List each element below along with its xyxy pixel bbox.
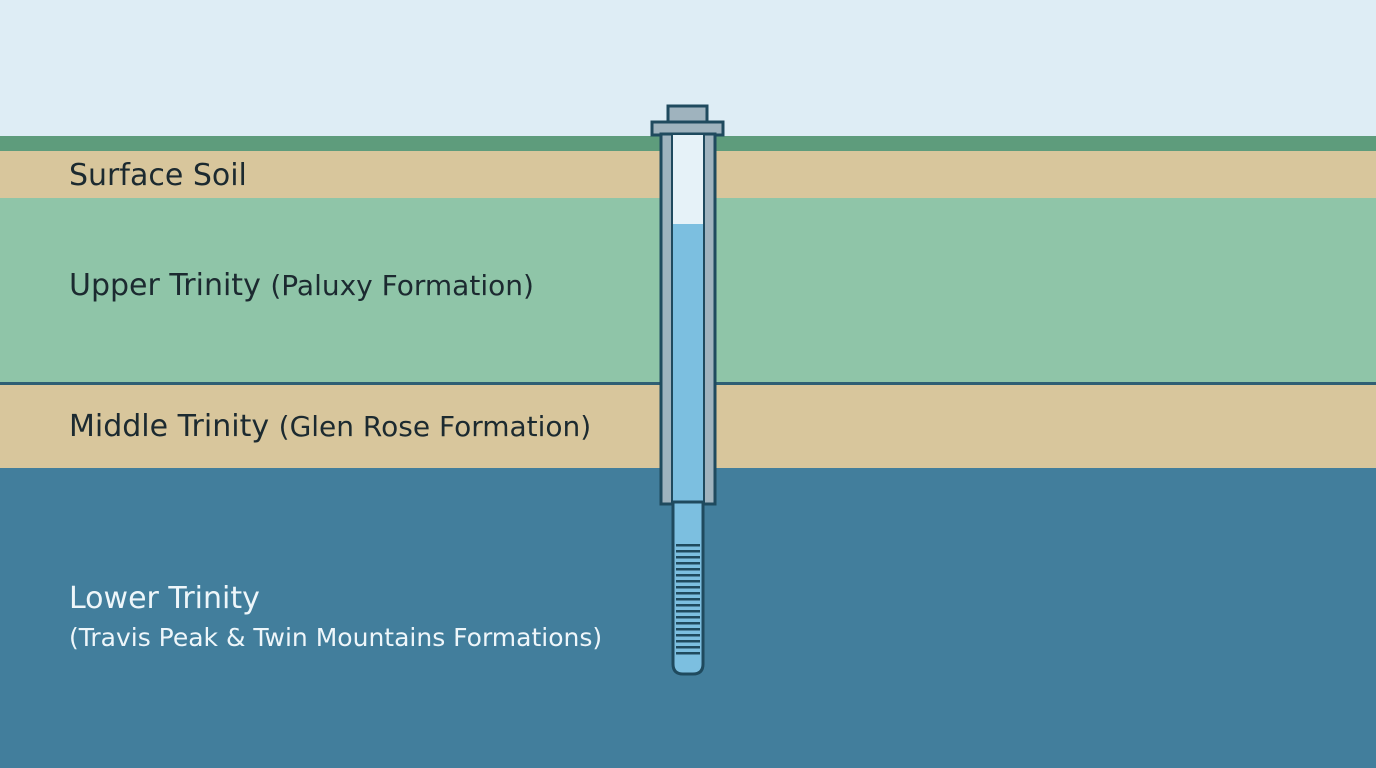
upper-trinity-formation: (Paluxy Formation) <box>270 269 534 302</box>
surface-soil-label: Surface Soil <box>69 158 247 193</box>
middle-trinity-formation: (Glen Rose Formation) <box>278 410 592 443</box>
lower-trinity-label: Lower Trinity <box>69 581 260 616</box>
screen-slot <box>676 646 700 649</box>
screen-slot <box>676 586 700 589</box>
screen-slot <box>676 550 700 553</box>
screen-slot <box>676 592 700 595</box>
screen-slot <box>676 598 700 601</box>
upper-trinity-label: Upper Trinity (Paluxy Formation) <box>69 268 534 303</box>
screen-slot <box>676 574 700 577</box>
screen-slot <box>676 634 700 637</box>
screen-slot <box>676 628 700 631</box>
screen-slot <box>676 604 700 607</box>
screen-slot <box>676 652 700 655</box>
screen-slot <box>676 544 700 547</box>
screen-slot <box>676 622 700 625</box>
upper-trinity-name: Upper Trinity <box>69 268 261 303</box>
middle-trinity-label: Middle Trinity (Glen Rose Formation) <box>69 409 591 444</box>
screen-slot <box>676 556 700 559</box>
well-screen-slots <box>676 544 700 655</box>
lower-trinity-formation: (Travis Peak & Twin Mountains Formations… <box>69 623 603 652</box>
middle-trinity-name: Middle Trinity <box>69 409 270 444</box>
screen-slot <box>676 580 700 583</box>
screen-slot <box>676 610 700 613</box>
screen-slot <box>676 568 700 571</box>
screen-slot <box>676 562 700 565</box>
screen-slot <box>676 616 700 619</box>
well-water-column <box>673 224 703 504</box>
screen-slot <box>676 640 700 643</box>
well-cap-top <box>666 104 709 125</box>
